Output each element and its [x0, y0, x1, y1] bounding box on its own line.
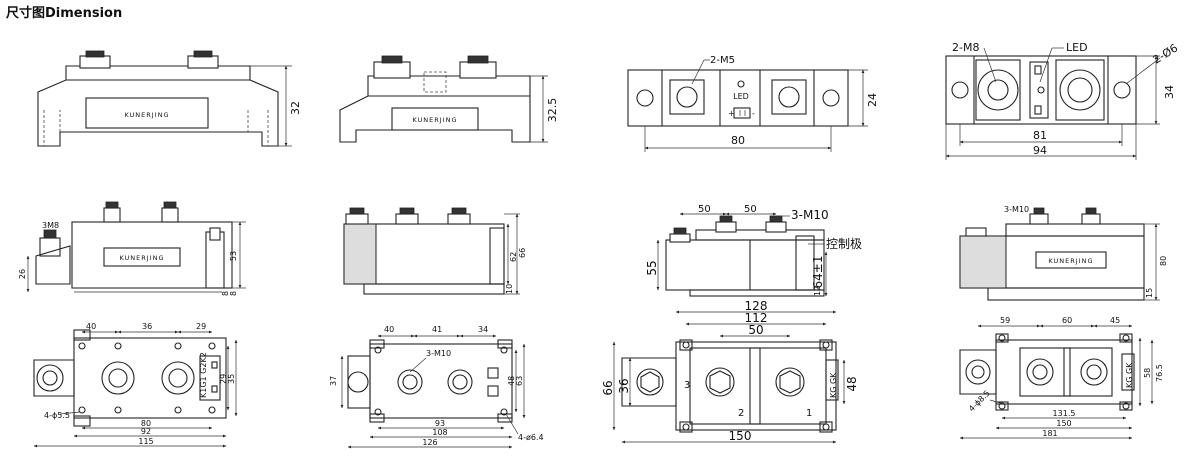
brand-label: KUNERJING — [119, 254, 164, 262]
dim-b1: 93 — [435, 419, 445, 428]
dim-b3: 115 — [138, 437, 153, 446]
dim-v2: 76.5 — [1155, 364, 1164, 382]
led-label: LED — [733, 92, 749, 101]
dim-width: 80 — [731, 134, 745, 147]
plus-label: + — [728, 109, 735, 118]
dim-w2: 41 — [432, 325, 442, 334]
callout-hole: 4-ø6.4 — [518, 433, 544, 442]
dim-b1: 131.5 — [1053, 409, 1076, 418]
dim-height: 32.5 — [546, 98, 559, 123]
pin-labels: KG GK — [1125, 362, 1134, 388]
dim-t3: 50 — [748, 323, 763, 337]
callout-hole: 4-ϕ8.5 — [967, 389, 992, 414]
dim-height: 32 — [289, 101, 302, 115]
callout-hole: 2-Ø6 — [1151, 41, 1180, 66]
pin-labels: K1G1 G2K2 — [199, 352, 208, 398]
dim-v3: 48 — [845, 376, 859, 391]
page-title: 尺寸图Dimension — [6, 6, 123, 21]
drawing-1-side-view: KUNERJING 32 — [37, 50, 302, 147]
dim-h2: 15 — [1145, 288, 1154, 298]
dim-v1: 48 — [507, 376, 516, 386]
dim-t2: 112 — [745, 311, 768, 325]
dim-height: 34 — [1163, 85, 1176, 99]
dim-b1: 80 — [141, 419, 151, 428]
dim-w1: 59 — [1000, 316, 1010, 325]
dim-h4: 8 — [221, 291, 230, 296]
dim-v2: 36 — [617, 378, 631, 393]
dim-height: 24 — [866, 93, 879, 107]
drawing-2-side-view: KUNERJING 32.5 — [339, 55, 559, 143]
drawing-4-top-view: 2-M8 LED 2-Ø6 81 94 34 — [945, 41, 1180, 160]
terminal-1: 1 — [806, 408, 812, 419]
dim-h1: 62 — [509, 252, 518, 262]
dim-w3: 45 — [1110, 316, 1120, 325]
dim-b2: 92 — [141, 427, 151, 436]
drawing-7-top-view: KG GK 3 2 1 128 112 50 66 36 48 150 — [601, 299, 859, 444]
dim-t1: 128 — [745, 299, 768, 313]
dim-h2: 64±1 — [811, 256, 825, 289]
dim-h1: 55 — [645, 260, 659, 275]
dim-v0: 37 — [329, 376, 338, 386]
control-pole-label: 控制极 — [826, 237, 862, 251]
dim-v2: 63 — [515, 376, 524, 386]
pin-labels: KG GK — [829, 372, 838, 398]
drawing-5-side-view: KUNERJING 3M8 53 26 8 8 — [18, 201, 246, 296]
dim-h3: 8 — [229, 291, 238, 296]
dim-width-1: 81 — [1033, 129, 1047, 142]
dim-v1: 58 — [1143, 368, 1152, 378]
dim-w2: 36 — [142, 322, 152, 331]
terminal-2: 2 — [738, 408, 744, 419]
dim-w3: 34 — [478, 325, 488, 334]
drawing-7-side-view: 50 50 3-M10 控制极 55 64±1 12 — [645, 204, 862, 297]
drawing-8-top-view: KG GK 59 60 45 58 76.5 4-ϕ8.5 131.5 150 … — [959, 316, 1164, 440]
minus-label: - — [752, 109, 755, 118]
dim-w3: 29 — [196, 322, 206, 331]
dim-b: 150 — [729, 429, 752, 443]
dim-h1: 53 — [229, 251, 238, 261]
callout-led: LED — [1066, 41, 1088, 54]
dim-h2: 66 — [518, 248, 527, 258]
dim-h1: 80 — [1159, 256, 1168, 266]
dim-h3: 10 — [505, 284, 514, 294]
brand-label: KUNERJING — [1048, 257, 1093, 265]
brand-label: KUNERJING — [412, 116, 457, 124]
callout-m10: 3-M10 — [426, 349, 451, 358]
dim-width-2: 94 — [1033, 144, 1047, 157]
dim-w1: 50 — [698, 204, 711, 215]
dim-b2: 150 — [1056, 419, 1071, 428]
drawing-3-top-view: LED + - 2-M5 80 24 — [627, 55, 879, 152]
dim-v1: 29 — [219, 374, 228, 384]
brand-label: KUNERJING — [124, 111, 169, 119]
callout-hole: 4-ϕ5.5 — [44, 411, 70, 420]
dim-b3: 181 — [1042, 429, 1057, 438]
drawing-5-top-view: K1G1 G2K2 40 36 29 29 35 4-ϕ5.5 80 92 11… — [33, 322, 238, 448]
drawing-8-side-view: KUNERJING 3-M10 80 15 — [959, 205, 1168, 301]
dim-w2: 60 — [1062, 316, 1072, 325]
drawing-6-side-view: 62 66 10 — [343, 207, 527, 295]
dim-v2: 35 — [227, 374, 236, 384]
callout-m10: 3-M10 — [1004, 205, 1029, 214]
callout-m5: 2-M5 — [710, 55, 735, 66]
dim-w2: 50 — [744, 204, 757, 215]
dim-v1: 66 — [601, 380, 615, 395]
dim-h3: 12 — [813, 286, 822, 296]
terminal-3: 3 — [684, 380, 690, 391]
callout-m8: 2-M8 — [952, 41, 979, 54]
drawing-6-top-view: 40 41 34 3-M10 37 48 63 93 108 126 4-ø6.… — [329, 325, 544, 449]
dim-w1: 40 — [86, 322, 96, 331]
callout-m10: 3-M10 — [791, 208, 829, 222]
dim-b3: 126 — [422, 438, 437, 447]
dim-w1: 40 — [384, 325, 394, 334]
dim-b2: 108 — [432, 428, 447, 437]
dim-h2: 26 — [18, 269, 27, 279]
callout-m8: 3M8 — [42, 221, 59, 230]
